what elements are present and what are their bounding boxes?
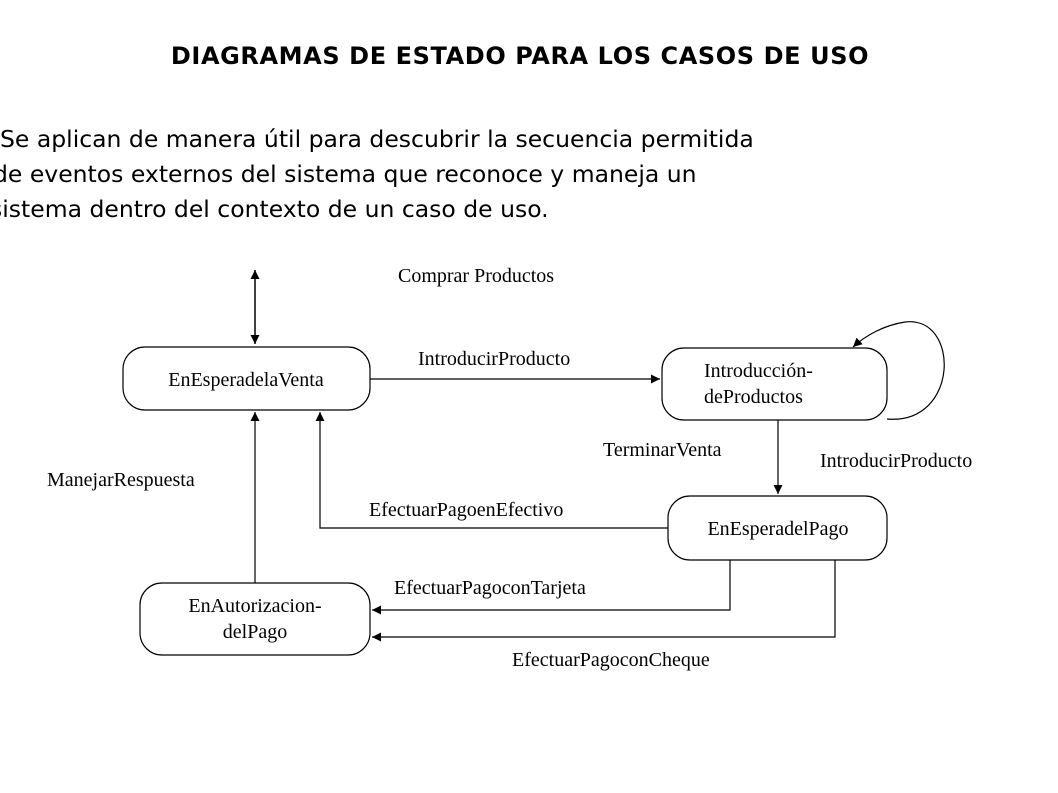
state-en-autorizacion-pago: EnAutorizacion- delPago [139,582,371,656]
paragraph-line-2: de eventos externos del sistema que reco… [0,160,697,188]
transition-pago-cheque-label: EfectuarPagoconCheque [512,649,710,671]
transition-self-loop-arrow [852,321,945,420]
state-introduccion-productos-label-2: deProductos [704,386,803,408]
paragraph-line-3: sistema dentro del contexto de un caso d… [0,195,549,223]
transition-introducir-producto-loop-label: IntroducirProducto [820,450,972,472]
state-en-autorizacion-pago-label-1: EnAutorizacion- [188,595,321,617]
use-case-label: Comprar Productos [398,265,554,287]
transition-pago-efectivo-arrow [315,412,668,529]
transition-pago-cheque-arrow [372,560,836,642]
state-introduccion-productos: Introducción- deProductos [661,347,888,421]
description-paragraph: Se aplican de manera útil para descubrir… [0,122,754,227]
state-en-espera-venta: EnEsperadelaVenta [122,346,371,411]
transition-pago-tarjeta-label: EfectuarPagoconTarjeta [394,577,586,599]
state-introduccion-productos-label-1: Introducción- [704,360,813,382]
transition-manejar-respuesta-label: ManejarRespuesta [47,469,195,491]
transition-pago-efectivo-label: EfectuarPagoenEfectivo [369,499,563,521]
state-en-espera-pago: EnEsperadelPago [667,495,888,561]
transition-introducir-producto-label: IntroducirProducto [418,348,570,370]
transition-terminar-venta-label: TerminarVenta [603,439,722,461]
transition-pago-tarjeta-arrow [372,560,731,615]
state-en-espera-venta-label: EnEsperadelaVenta [168,369,324,391]
paragraph-line-1: Se aplican de manera útil para descubrir… [0,125,754,153]
state-en-autorizacion-pago-label-2: delPago [223,621,287,643]
state-en-espera-pago-label: EnEsperadelPago [707,518,848,540]
page-title: DIAGRAMAS DE ESTADO PARA LOS CASOS DE US… [170,42,870,70]
